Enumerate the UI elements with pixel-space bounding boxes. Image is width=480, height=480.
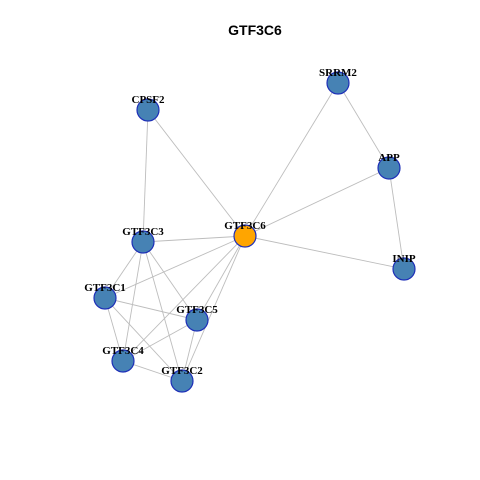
edge-gtf3c6-inip <box>244 235 405 270</box>
node-app[interactable]: APP <box>377 152 401 180</box>
node-label-gtf3c6: GTF3C6 <box>224 220 266 232</box>
edge-gtf3c1-gtf3c2 <box>104 297 183 382</box>
edge-srrm2-app <box>337 82 390 169</box>
node-label-gtf3c3: GTF3C3 <box>122 226 164 238</box>
node-label-gtf3c4: GTF3C4 <box>102 345 144 357</box>
edge-gtf3c6-srrm2 <box>244 82 339 237</box>
edge-gtf3c6-gtf3c5 <box>196 235 246 321</box>
node-gtf3c4[interactable]: GTF3C4 <box>102 345 144 373</box>
node-label-gtf3c5: GTF3C5 <box>176 304 218 316</box>
edge-gtf3c6-gtf3c1 <box>104 235 246 299</box>
edge-gtf3c6-gtf3c2 <box>181 235 246 382</box>
diagram-title: GTF3C6 <box>228 22 282 38</box>
node-circle-app[interactable] <box>377 156 401 180</box>
node-circle-gtf3c6[interactable] <box>233 224 257 248</box>
node-circle-gtf3c5[interactable] <box>185 308 209 332</box>
node-label-srrm2: SRRM2 <box>319 67 357 79</box>
node-cpsf2[interactable]: CPSF2 <box>132 94 166 122</box>
edge-app-inip <box>388 167 405 270</box>
node-label-cpsf2: CPSF2 <box>132 94 166 106</box>
node-gtf3c5[interactable]: GTF3C5 <box>176 304 218 332</box>
edge-gtf3c1-gtf3c5 <box>104 297 198 321</box>
node-gtf3c1[interactable]: GTF3C1 <box>84 282 126 310</box>
node-circle-gtf3c3[interactable] <box>131 230 155 254</box>
node-label-gtf3c1: GTF3C1 <box>84 282 126 294</box>
node-srrm2[interactable]: SRRM2 <box>319 67 357 95</box>
node-label-inip: INIP <box>392 253 416 265</box>
node-circle-gtf3c2[interactable] <box>170 369 194 393</box>
edge-cpsf2-gtf3c3 <box>142 109 149 243</box>
edge-gtf3c6-gtf3c4 <box>122 235 246 362</box>
node-circle-cpsf2[interactable] <box>136 98 160 122</box>
node-circle-gtf3c4[interactable] <box>111 349 135 373</box>
node-inip[interactable]: INIP <box>392 253 416 281</box>
edge-gtf3c6-gtf3c3 <box>142 235 246 243</box>
node-circle-gtf3c1[interactable] <box>93 286 117 310</box>
edge-gtf3c3-gtf3c5 <box>142 241 198 321</box>
node-circle-srrm2[interactable] <box>326 71 350 95</box>
node-label-gtf3c2: GTF3C2 <box>161 365 203 377</box>
edge-gtf3c3-gtf3c4 <box>122 241 144 362</box>
edge-gtf3c6-cpsf2 <box>147 109 246 237</box>
edge-gtf3c6-app <box>244 167 390 237</box>
node-circle-inip[interactable] <box>392 257 416 281</box>
node-gtf3c6[interactable]: GTF3C6 <box>224 220 266 248</box>
edge-gtf3c5-gtf3c4 <box>122 319 198 362</box>
node-label-app: APP <box>378 152 400 164</box>
node-gtf3c2[interactable]: GTF3C2 <box>161 365 203 393</box>
node-gtf3c3[interactable]: GTF3C3 <box>122 226 164 254</box>
